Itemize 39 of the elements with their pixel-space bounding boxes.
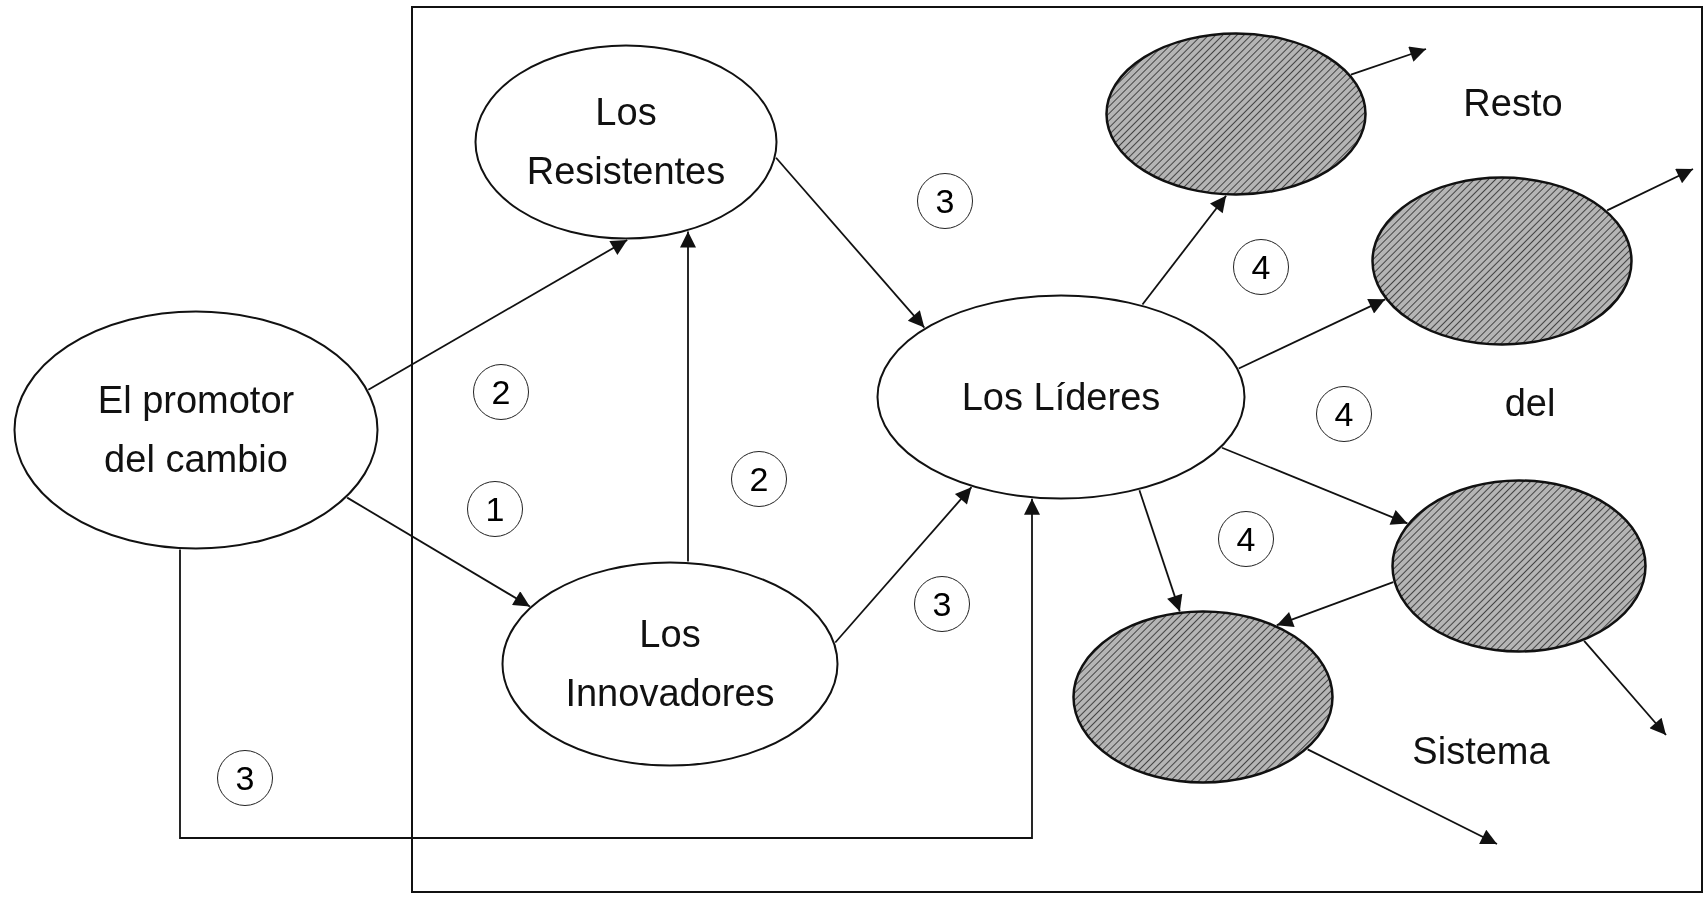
callout-number: 1	[467, 481, 523, 537]
arrow	[1306, 748, 1498, 845]
node-label: Los Líderes	[961, 374, 1161, 420]
callout-number: 3	[917, 173, 973, 229]
arrow	[775, 156, 926, 329]
arrow	[367, 239, 629, 391]
node-label: Los Resistentes	[525, 90, 727, 194]
ellipse-node	[13, 310, 379, 550]
arrow	[346, 496, 531, 608]
node-label: Los Innovadores	[564, 612, 776, 716]
callout-number: 3	[914, 576, 970, 632]
hatched-ellipse	[1391, 479, 1647, 653]
ellipse-node	[501, 561, 839, 767]
arrow	[1138, 489, 1183, 613]
arrow	[1606, 168, 1694, 212]
callout-number: 2	[473, 364, 529, 420]
node-label: El promotor del cambio	[96, 378, 296, 482]
arrow	[1141, 194, 1227, 306]
arrow	[1583, 640, 1667, 736]
callout-number: 2	[731, 451, 787, 507]
side-label: del	[1504, 381, 1556, 425]
arrow	[680, 230, 696, 563]
arrow	[179, 497, 1040, 839]
callout-number: 4	[1218, 511, 1274, 567]
hatched-ellipse	[1371, 176, 1633, 346]
hatched-ellipse	[1072, 610, 1334, 784]
callout-number: 4	[1316, 386, 1372, 442]
callout-number: 4	[1233, 239, 1289, 295]
hatched-ellipse	[1105, 32, 1367, 196]
side-label: Resto	[1463, 81, 1563, 125]
arrow	[1275, 581, 1395, 628]
arrow	[1221, 446, 1409, 525]
arrow	[1237, 298, 1386, 370]
ellipse-node	[876, 294, 1246, 500]
arrow	[1350, 46, 1427, 76]
side-label: Sistema	[1412, 729, 1550, 773]
arrow	[834, 486, 973, 644]
callout-number: 3	[217, 750, 273, 806]
ellipse-node	[474, 44, 778, 240]
